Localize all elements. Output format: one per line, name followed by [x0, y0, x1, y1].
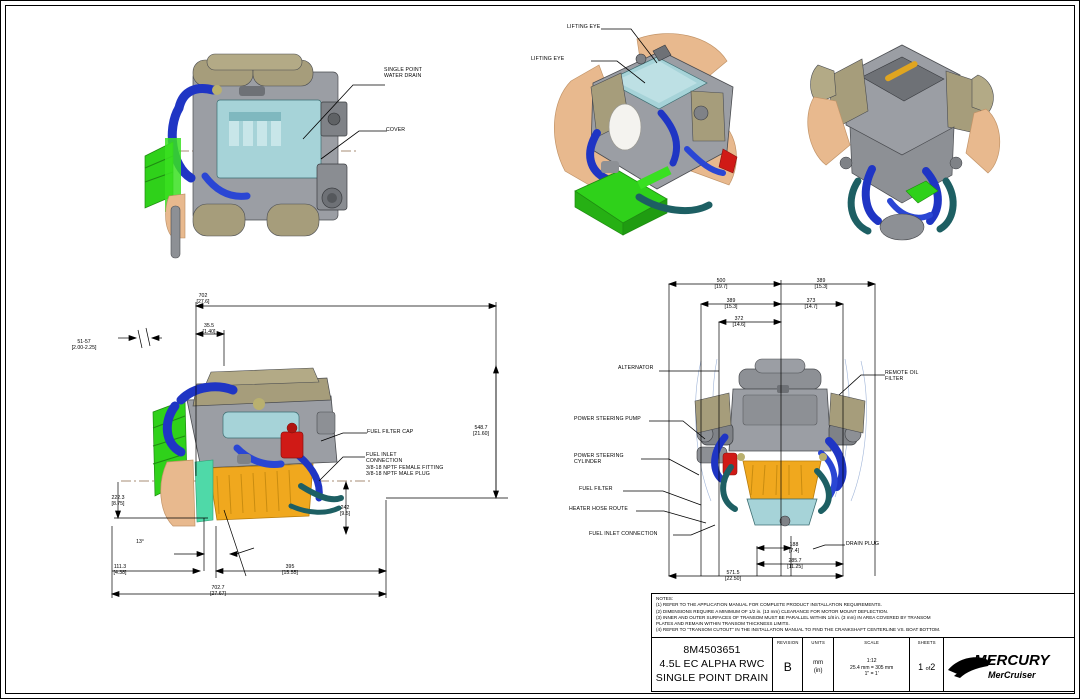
part-identification-cell: 8M4503651 4.5L EC ALPHA RWC SINGLE POINT…: [652, 638, 774, 691]
revision-cell: REVISION B: [773, 638, 804, 691]
brand-logo-cell: MERCURY MerCruiser: [944, 638, 1074, 691]
scale-mm: 25.4 mm = 305 mm: [850, 664, 894, 671]
callout-leader-power-steering-pump: [649, 420, 706, 440]
callout-fuel-inlet-connection-right: FUEL INLET CONNECTION: [589, 531, 658, 537]
part-number: 8M4503651: [683, 644, 741, 656]
callout-heater-hose-route: HEATER HOSE ROUTE: [569, 506, 628, 512]
model-line-2: SINGLE POINT DRAIN: [655, 672, 769, 684]
scale-header: SCALE: [864, 640, 880, 645]
dimension-242: 242[9.5]: [339, 505, 351, 518]
scale-ratio: 1:12: [866, 658, 877, 665]
sheets-of-label: of: [925, 666, 931, 672]
dimension-500: 500[19.7]: [714, 278, 728, 291]
dimension-395: 395[15.55]: [282, 564, 298, 577]
view-top-left-engine: [144, 53, 356, 259]
note-item-2: (2) DIMENSIONS REQUIRE A MINIMUM OF 1/2 …: [656, 608, 889, 614]
callout-remote-oil-filter: REMOTE OIL FILTER: [885, 370, 919, 383]
callout-alternator: ALTERNATOR: [618, 365, 654, 371]
callout-leader-power-steering-cylinder: [641, 458, 700, 476]
view-top-middle-engine-iso: [553, 33, 738, 236]
scale-cell: SCALE 1:12 25.4 mm = 305 mm 1" = 1': [834, 638, 911, 691]
note-item-5: (4) REFER TO "TRANSOM CUTOUT" IN THE INS…: [656, 627, 941, 633]
units-value-mm: mm: [813, 660, 824, 666]
callout-fuel-filter: FUEL FILTER: [579, 486, 613, 492]
units-cell: UNITS mm (in): [803, 638, 834, 691]
dimension-222-3: 222.3[8.75]: [111, 495, 125, 508]
units-header: UNITS: [811, 640, 825, 645]
callout-leader-fuel-inlet-connection: [318, 456, 365, 482]
sheets-header: SHEETS: [917, 640, 936, 645]
callout-fuel-inlet-connection: FUEL INLET CONNECTION 3/8-18 NPTF FEMALE…: [366, 452, 444, 478]
revision-value: B: [783, 660, 792, 674]
notes-heading: NOTES:: [656, 596, 674, 601]
dimension-35-5: 35.5[1.40]: [202, 323, 216, 336]
callout-leader-lifting-eye-2: [591, 60, 646, 84]
callout-leader-single-point-water-drain: [302, 84, 385, 140]
callout-leader-lifting-eye-1: [601, 28, 658, 64]
dimension-702: 702[27.6]: [196, 293, 210, 306]
dimension-571-5: 571.5[22.50]: [725, 570, 741, 583]
view-top-right-engine-iso: [807, 44, 1001, 241]
view-bottom-right-engine-front: [694, 358, 867, 527]
dimension-548-7: 548.7[21.60]: [473, 425, 489, 438]
callout-leader-remote-oil-filter: [838, 374, 885, 396]
dimension-373: 373[14.7]: [804, 298, 818, 311]
title-block-fields-row: 8M4503651 4.5L EC ALPHA RWC SINGLE POINT…: [652, 638, 1074, 691]
callout-cover: COVER: [386, 127, 406, 133]
callout-lifting-eye-2: LIFTING EYE: [531, 56, 565, 62]
callout-leader-heater-hose-route: [636, 510, 707, 524]
view-bottom-left-engine-side: [121, 367, 371, 527]
dimension-lines-bottom-right: [667, 280, 877, 579]
callout-leader-cover: [320, 130, 387, 160]
revision-header: REVISION: [776, 640, 799, 645]
dimension-389-top: 389[15.3]: [814, 278, 828, 291]
sheets-number: 1: [918, 662, 924, 672]
dimension-13-degrees: 13°: [136, 539, 144, 545]
callout-leader-alternator: [659, 370, 719, 372]
sheets-value: 1 of2: [918, 662, 935, 672]
note-item-1: (1) REFER TO THE APPLICATION MANUAL FOR …: [656, 602, 882, 608]
dimension-285-7: 285.7[11.25]: [787, 558, 803, 571]
callout-drain-plug: DRAIN PLUG: [846, 541, 880, 547]
callout-power-steering-cylinder: POWER STEERING CYLINDER: [574, 453, 624, 466]
dimension-372: 372[14.6]: [732, 316, 746, 329]
scale-in: 1" = 1': [864, 671, 879, 678]
dimension-702-7: 702.7[27.67]: [210, 585, 226, 598]
sheet-inner-border: [5, 5, 1075, 694]
note-item-4: PLATES AND REMAIN WITHIN TRANSOM THICKNE…: [656, 621, 790, 627]
note-item-3: (3) INNER AND OUTER SURFACES OF TRANSOM …: [656, 614, 931, 620]
dimension-188: 188[7.4]: [788, 542, 800, 555]
brand-subwordmark: MerCruiser: [988, 670, 1036, 680]
callout-leader-fuel-filter-cap: [320, 432, 367, 442]
model-line-1: 4.5L EC ALPHA RWC: [659, 658, 765, 670]
sheets-cell: SHEETS 1 of2: [910, 638, 945, 691]
callout-lifting-eye-1: LIFTING EYE: [567, 24, 601, 30]
callout-power-steering-pump: POWER STEERING PUMP: [574, 416, 641, 422]
units-value-in: (in): [813, 667, 823, 674]
brand-wordmark: MERCURY: [974, 652, 1052, 669]
dimension-lines-bottom-left: [110, 302, 508, 598]
sheets-total: 2: [930, 662, 936, 672]
callout-leader-fuel-inlet-connection-right: [673, 524, 716, 536]
callout-leader-fuel-filter: [623, 490, 702, 506]
callout-single-point-water-drain: SINGLE POINT WATER DRAIN: [384, 67, 423, 80]
dimension-111-3: 111.3[4.38]: [113, 564, 127, 577]
dimension-389-second: 389[15.3]: [724, 298, 738, 311]
title-block: NOTES: (1) REFER TO THE APPLICATION MANU…: [651, 593, 1075, 692]
notes-section: NOTES: (1) REFER TO THE APPLICATION MANU…: [652, 594, 1074, 638]
callout-fuel-filter-cap: FUEL FILTER CAP: [367, 429, 414, 435]
dimension-51-57: 51-57[2.00-2.25]: [71, 339, 97, 352]
mercury-logo-icon: MERCURY MerCruiser: [948, 652, 1052, 680]
callout-leader-drain-plug: [812, 544, 845, 550]
